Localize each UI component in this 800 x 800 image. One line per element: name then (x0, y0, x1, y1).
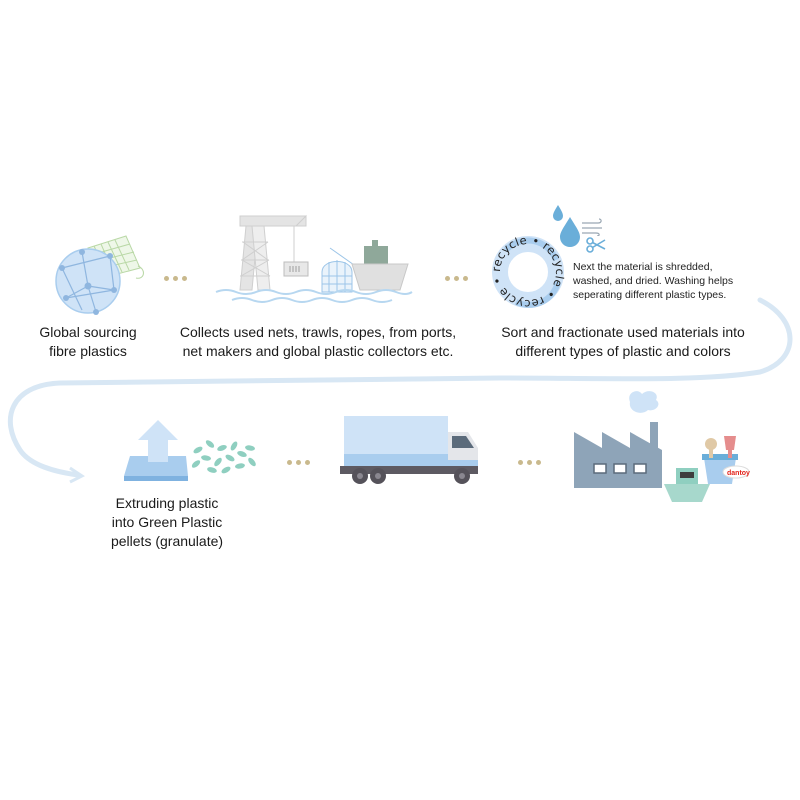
step-3-caption-line-1: Sort and fractionate used materials into (501, 324, 745, 340)
connector-dots-2 (445, 276, 468, 281)
step-3-caption-line-2: different types of plastic and colors (515, 343, 731, 359)
step-2-caption-line-1: Collects used nets, trawls, ropes, from … (179, 324, 457, 340)
step-1-caption-line-2: fibre plastics (49, 343, 127, 359)
step-4-caption-line-2: into Green Plastic (111, 514, 223, 530)
step-4-caption-line-3: pellets (granulate) (110, 533, 224, 549)
connector-dots-1 (164, 276, 187, 281)
pellets (191, 440, 256, 474)
extrusion-pellets-icon (124, 420, 256, 481)
connector-dots-3 (287, 460, 310, 465)
process-note-line-1: Next the material is shredded, (573, 261, 713, 273)
step-2-caption-line-2: net makers and global plastic collectors… (182, 343, 454, 359)
step-1-caption: Global sourcing fibre plastics (18, 323, 158, 361)
connector-dots-4 (518, 460, 541, 465)
scissors-icon (586, 237, 606, 253)
process-note-line-2: washed, and dried. Washing helps (573, 275, 734, 287)
globe-net-icon (55, 235, 144, 315)
water-drop-icon (553, 205, 580, 247)
step-4-caption-line-1: Extruding plastic (115, 495, 219, 511)
recycle-ring-icon: recycle • recycle • recycle • (489, 233, 567, 311)
step-2-caption: Collects used nets, trawls, ropes, from … (168, 323, 468, 361)
factory-products-icon: dantoy (574, 391, 750, 502)
truck-icon (340, 416, 478, 484)
port-crane-ship-icon (215, 214, 413, 303)
process-note: Next the material is shredded, washed, a… (573, 260, 733, 302)
step-4-caption: Extruding plastic into Green Plastic pel… (92, 494, 242, 551)
process-note-line-3: seperating different plastic types. (573, 289, 727, 301)
step-3-caption: Sort and fractionate used materials into… (478, 323, 768, 361)
wind-icon (582, 218, 602, 236)
step-1-caption-line-1: Global sourcing (39, 324, 137, 340)
brand-label: dantoy (727, 470, 750, 477)
